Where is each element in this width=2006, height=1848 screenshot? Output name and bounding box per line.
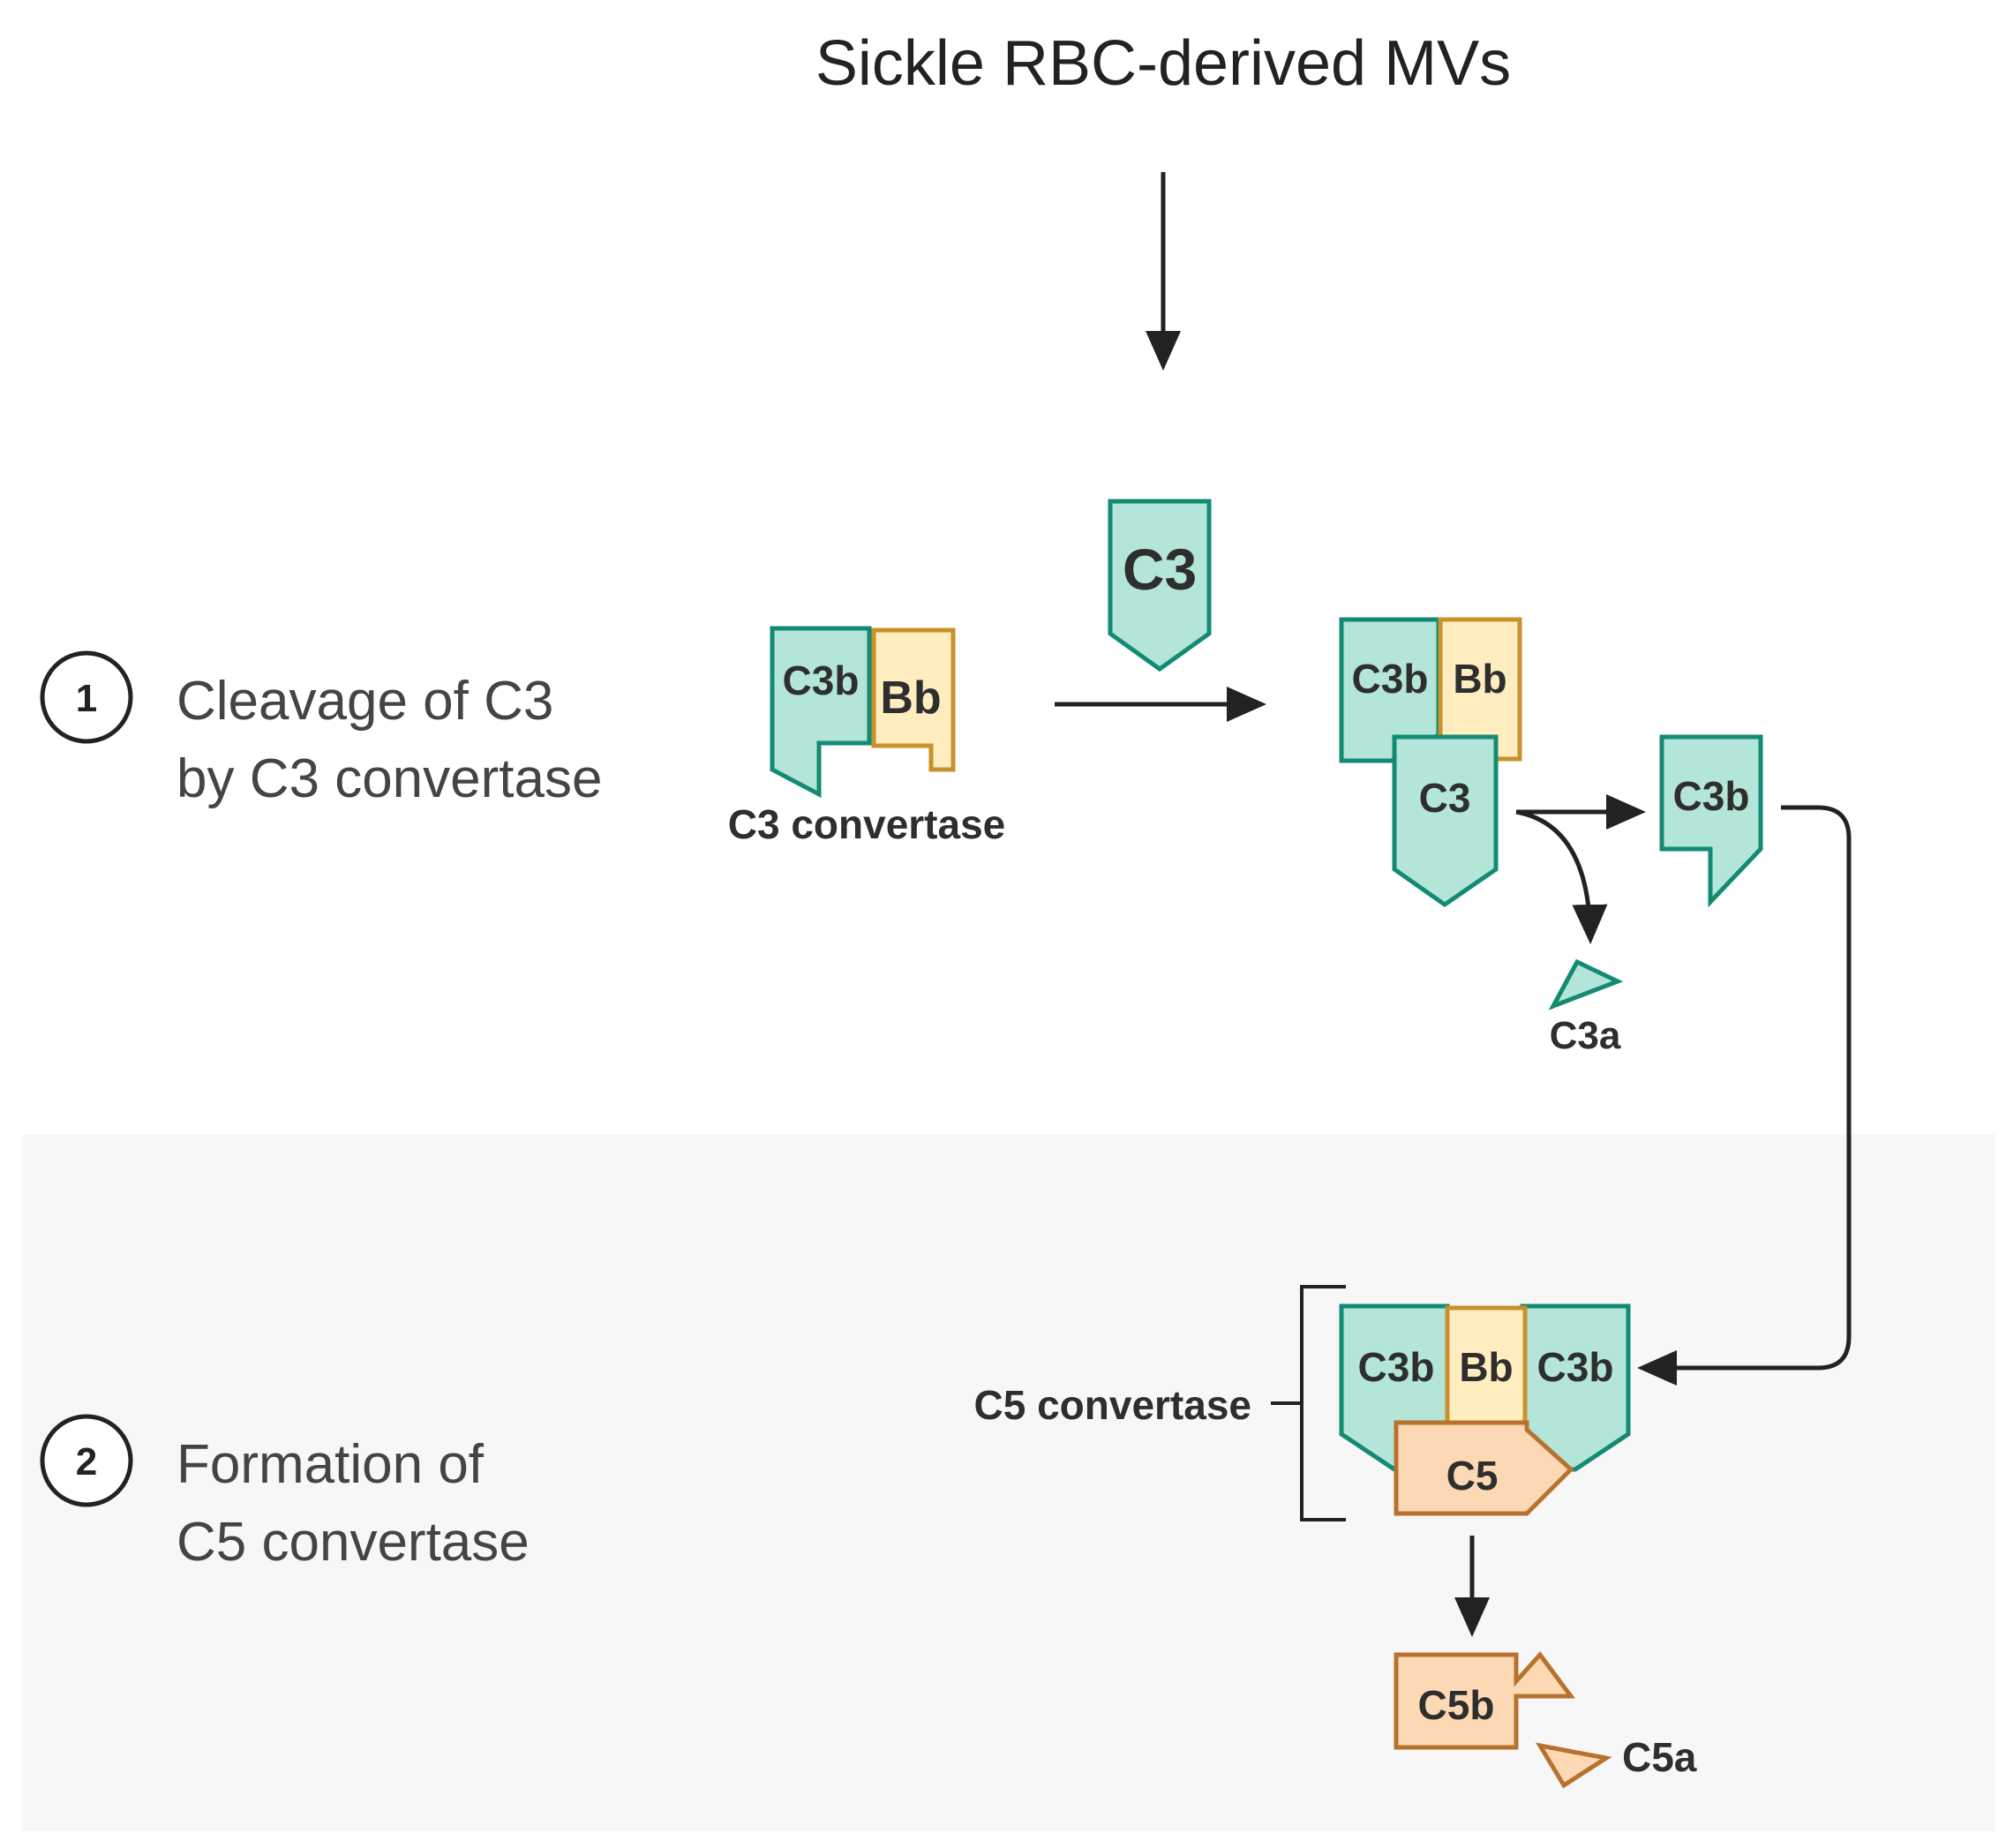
step-1-label: 1 Cleavage of C3 by C3 convertase [40,650,602,809]
bb-shape-bound [1438,617,1522,762]
step-1-number: 1 [76,677,97,720]
c5a-shape [1535,1742,1612,1789]
step-2-panel [22,1134,1995,1831]
c5-convertase-complex: C5 convertase C3b C3b Bb C5 [974,1285,1631,1521]
c3-convertase-label: C3 convertase [728,801,1006,847]
c3a-label: C3a [1550,1014,1621,1057]
c3a-shape [1548,958,1624,1010]
c3-shape [1108,499,1212,672]
bb-shape [871,627,956,772]
c3b-label-left: C3b [1358,1344,1435,1390]
c5b-label: C5b [1418,1682,1495,1728]
bb-label-c5conv: Bb [1459,1344,1513,1390]
step-2-number: 2 [76,1440,97,1484]
c3b-fragment: C3b [1659,734,1763,908]
c3b-shape-free [1659,734,1763,908]
c5-convertase-label: C5 convertase [974,1382,1252,1428]
step-1-text-line-1: Cleavage of C3 [177,671,553,732]
c3b-label-free: C3b [1673,773,1750,819]
diagram-title: Sickle RBC-derived MVs [815,28,1511,99]
step-1-text-line-2: by C3 convertase [177,748,602,809]
step-2-text-line-1: Formation of [177,1434,485,1495]
c5b-fragment: C5b [1394,1651,1575,1750]
c3-label-bound: C3 [1419,775,1471,821]
c3b-label-right: C3b [1537,1344,1614,1390]
c3-convertase-bound-c3: C3b Bb C3 [1339,617,1522,908]
c3-shape-bound [1392,734,1499,908]
c5a-label: C5a [1622,1734,1697,1780]
c3b-label: C3b [783,657,860,703]
c3-label: C3 [1123,537,1197,602]
c3b-shape [770,626,872,799]
c5b-shape [1394,1651,1575,1750]
c3b-label-bound: C3b [1352,656,1429,702]
c3a-fragment: C3a [1548,958,1624,1057]
c5-shape [1394,1420,1574,1516]
bb-label: Bb [880,672,941,724]
step-2-text-line-2: C5 convertase [177,1512,530,1573]
arrow-c3b-to-c5-convertase [1637,805,1852,1386]
c3-convertase-complex: C3b Bb C3 convertase [728,626,1006,847]
c3-molecule-incoming: C3 [1108,499,1212,672]
bb-label-bound: Bb [1453,656,1506,702]
step-2-number-circle [40,1414,133,1507]
c5a-fragment: C5a [1535,1734,1697,1789]
arrow-cleavage-to-c3a [1515,809,1608,944]
step-2-label: 2 Formation of C5 convertase [40,1414,530,1573]
c5-label: C5 [1446,1453,1499,1499]
step-1-number-circle [40,650,133,744]
